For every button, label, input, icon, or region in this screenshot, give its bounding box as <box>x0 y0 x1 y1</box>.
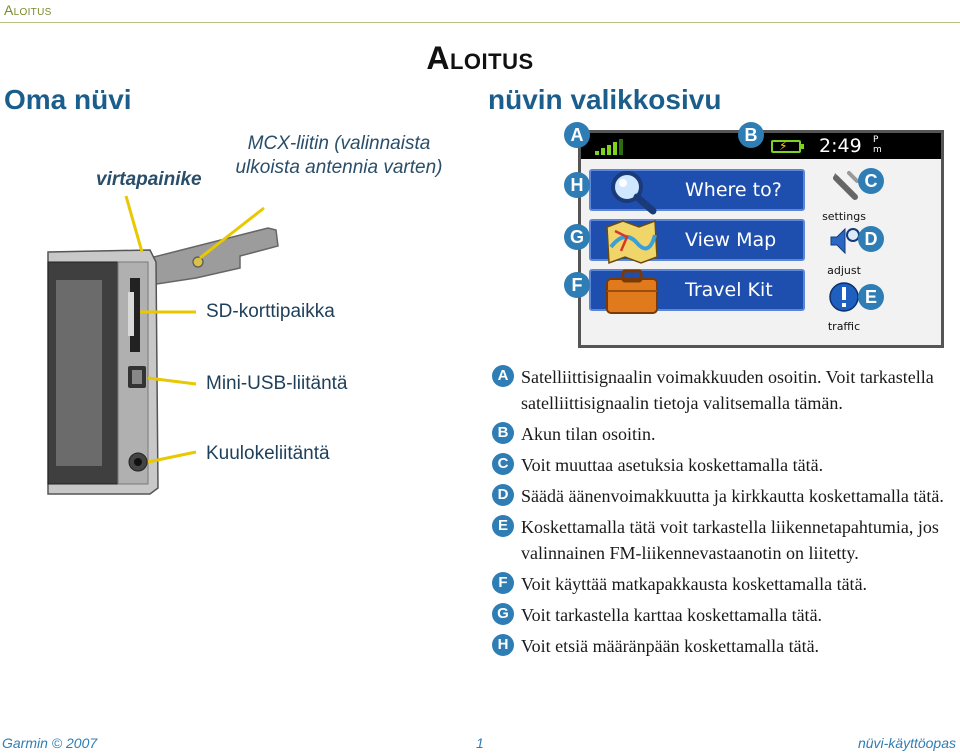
warning-icon <box>829 282 859 312</box>
description-text: Koskettamalla tätä voit tarkastella liik… <box>521 517 939 563</box>
where-to-label: Where to? <box>685 179 782 201</box>
right-section-heading: nüvin valikkosivu <box>488 84 722 115</box>
description-text: Akun tilan osoitin. <box>521 424 656 444</box>
description-item-c: C Voit muuttaa asetuksia koskettamalla t… <box>492 452 952 478</box>
description-text: Voit tarkastella karttaa koskettamalla t… <box>521 605 823 625</box>
sd-card-slot-label: SD-korttipaikka <box>206 301 335 322</box>
badge-d: D <box>858 226 884 252</box>
description-item-d: D Säädä äänenvoimakkuutta ja kirkkautta … <box>492 483 952 509</box>
wrench-icon <box>833 171 859 200</box>
description-letter: F <box>492 572 514 594</box>
settings-label: settings <box>822 210 866 223</box>
left-section-heading: Oma nüvi <box>4 84 132 115</box>
footer-page-number: 1 <box>476 735 484 751</box>
traffic-button[interactable]: traffic <box>819 281 869 333</box>
description-letter: A <box>492 365 514 387</box>
description-item-b: B Akun tilan osoitin. <box>492 421 952 447</box>
map-icon <box>606 219 658 265</box>
description-text: Voit käyttää matkapakkausta koskettamall… <box>521 574 868 594</box>
suitcase-icon <box>606 269 658 314</box>
description-letter: D <box>492 484 514 506</box>
ampm-top: P <box>873 135 879 145</box>
badge-f: F <box>564 272 590 298</box>
footer-copyright: Garmin © 2007 <box>2 735 98 751</box>
description-letter: E <box>492 515 514 537</box>
adjust-button[interactable]: adjust <box>819 225 869 277</box>
description-text: Säädä äänenvoimakkuutta ja kirkkautta ko… <box>521 486 944 506</box>
description-item-f: F Voit käyttää matkapakkausta koskettama… <box>492 571 952 597</box>
description-item-a: A Satelliittisignaalin voimakkuuden osoi… <box>492 364 952 416</box>
description-text: Satelliittisignaalin voimakkuuden osoiti… <box>521 367 934 413</box>
description-letter: B <box>492 422 514 444</box>
footer-manual-name: nüvi-käyttöopas <box>857 735 956 751</box>
nuvi-device-illustration <box>47 195 279 495</box>
travel-kit-button[interactable]: Travel Kit <box>589 269 805 314</box>
magnifier-icon <box>611 171 657 215</box>
description-item-g: G Voit tarkastella karttaa koskettamalla… <box>492 602 952 628</box>
headphone-jack-label: Kuulokeliitäntä <box>206 443 330 464</box>
traffic-label: traffic <box>827 320 861 333</box>
travel-kit-label: Travel Kit <box>685 279 773 301</box>
badge-c: C <box>858 168 884 194</box>
settings-button[interactable]: settings <box>819 169 869 223</box>
mini-usb-label: Mini-USB-liitäntä <box>206 373 348 394</box>
speaker-icon <box>830 227 860 255</box>
description-item-h: H Voit etsiä määränpään koskettamalla tä… <box>492 633 952 659</box>
where-to-button[interactable]: Where to? <box>589 169 805 215</box>
badge-h: H <box>564 172 590 198</box>
description-text: Voit etsiä määränpään koskettamalla tätä… <box>521 636 820 656</box>
description-item-e: E Koskettamalla tätä voit tarkastella li… <box>492 514 952 566</box>
description-letter: H <box>492 634 514 656</box>
ampm-bottom: m <box>873 145 882 155</box>
clock: 2:49 <box>819 135 862 157</box>
header-rule <box>0 22 960 23</box>
page-title: Aloitus <box>426 40 534 76</box>
view-map-label: View Map <box>685 229 777 251</box>
view-map-button[interactable]: View Map <box>589 219 805 265</box>
mcx-connector-label: MCX-liitin (valinnaista ulkoista antenni… <box>235 133 443 178</box>
badge-b: B <box>738 122 764 148</box>
description-letter: G <box>492 603 514 625</box>
badge-g: G <box>564 224 590 250</box>
description-list: A Satelliittisignaalin voimakkuuden osoi… <box>492 364 952 664</box>
battery-icon: ⚡ <box>771 139 804 153</box>
header-section-tag: Aloitus <box>4 2 52 18</box>
badge-e: E <box>858 284 884 310</box>
description-letter: C <box>492 453 514 475</box>
power-button-label: virtapainike <box>96 169 202 190</box>
satellite-signal-icon[interactable] <box>595 137 623 155</box>
description-text: Voit muuttaa asetuksia koskettamalla tät… <box>521 455 824 475</box>
adjust-label: adjust <box>827 264 861 277</box>
badge-a: A <box>564 122 590 148</box>
